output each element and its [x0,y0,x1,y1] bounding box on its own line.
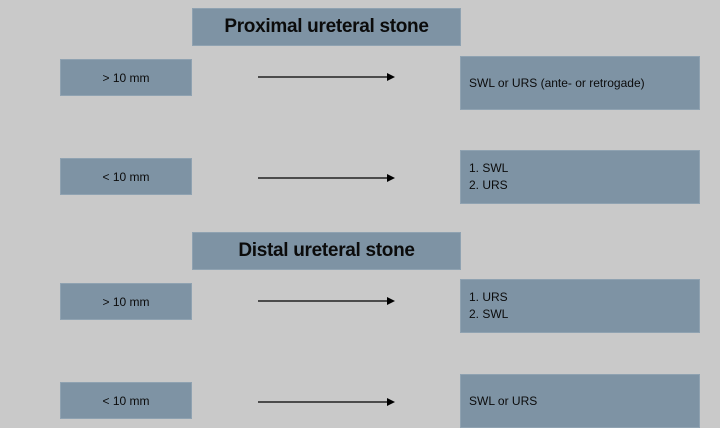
result-line: SWL or URS [469,393,538,408]
arrow-right-icon [258,70,398,84]
arrow-right-icon [258,395,398,409]
size-box: < 10 mm [60,158,192,195]
result-line: 2. SWL [469,307,509,321]
result-line: SWL or URS (ante- or retrogade) [469,75,645,90]
size-box: > 10 mm [60,59,192,96]
arrow-right-icon [258,171,398,185]
result-box: 1. URS 2. SWL [460,279,700,333]
arrow-right-icon [258,294,398,308]
result-line: 1. SWL [469,161,509,175]
result-line: 2. URS [469,178,508,192]
section-header-proximal: Proximal ureteral stone [192,8,461,46]
size-box: < 10 mm [60,382,192,419]
result-box: 1. SWL 2. URS [460,150,700,204]
result-box: SWL or URS (ante- or retrogade) [460,56,700,110]
size-box: > 10 mm [60,283,192,320]
result-line: 1. URS [469,290,508,304]
result-box: SWL or URS [460,374,700,428]
section-header-distal: Distal ureteral stone [192,232,461,270]
